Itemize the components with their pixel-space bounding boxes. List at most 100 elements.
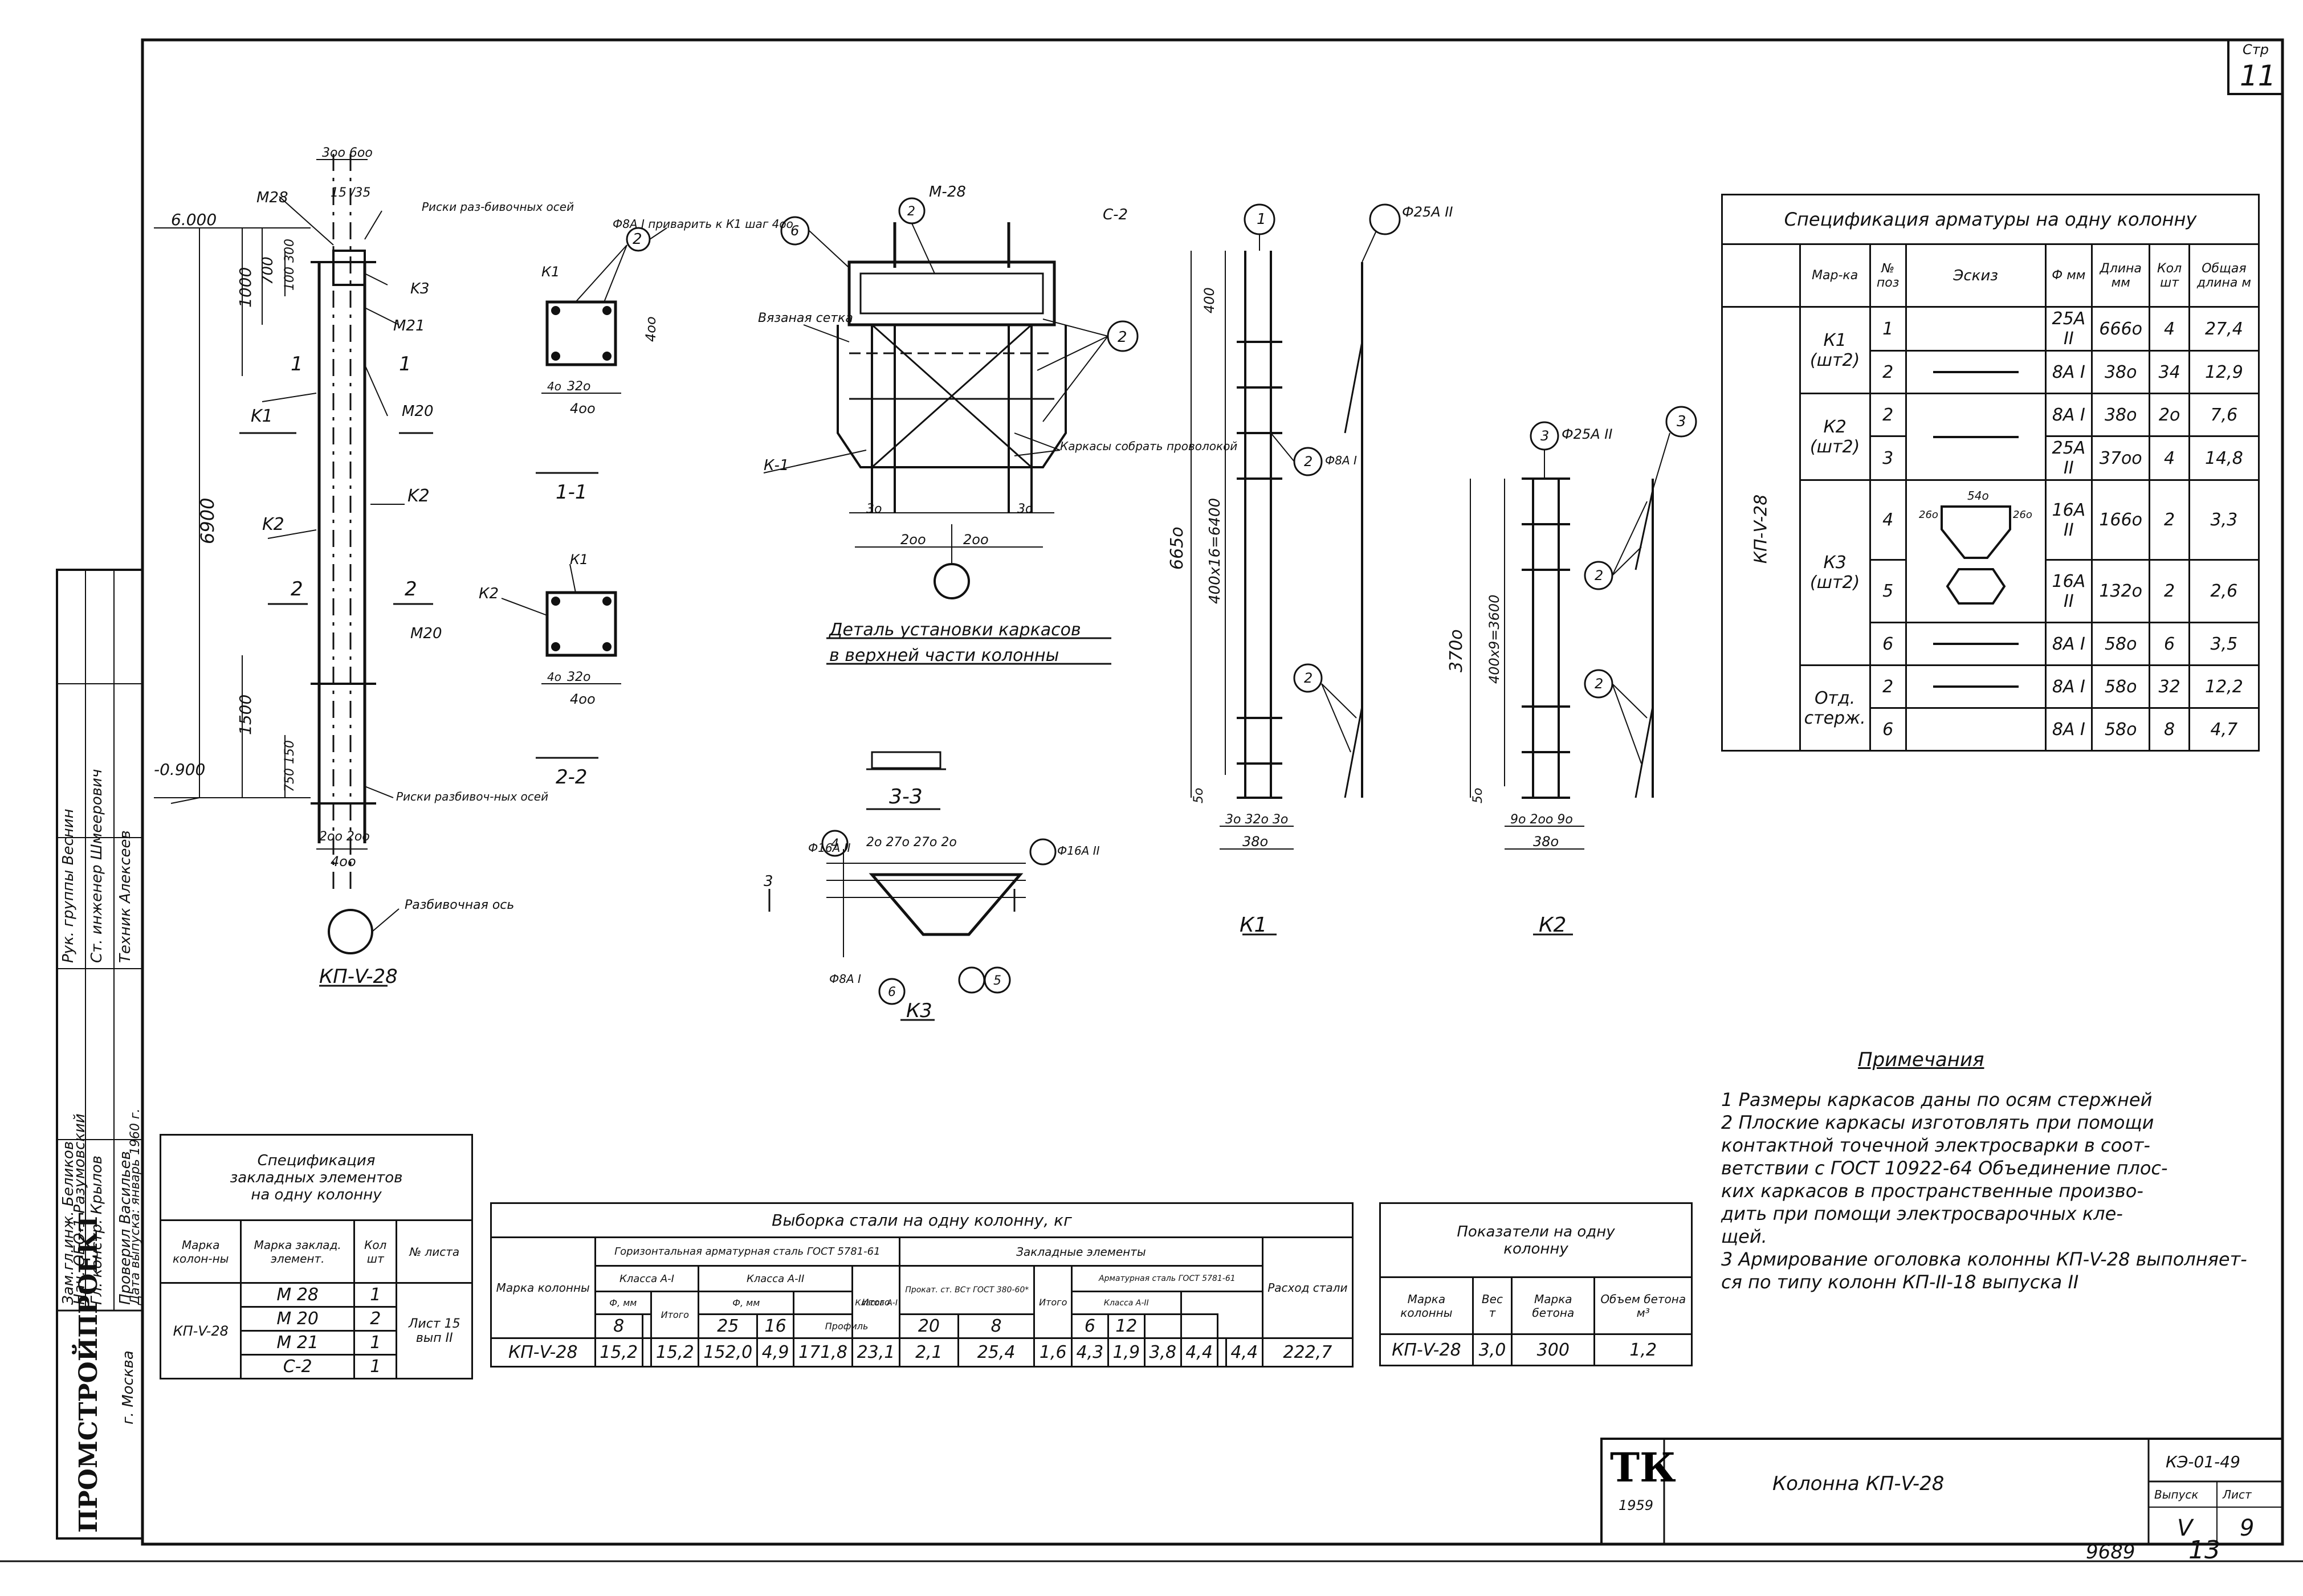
spec-arm-len: 132o <box>2091 559 2151 623</box>
spec-arm-len: 58o <box>2091 707 2151 752</box>
steel-cell: КП-V-28 <box>490 1337 596 1368</box>
ind-cell: 300 <box>1511 1333 1596 1366</box>
k3-l3: Ф8А I <box>829 972 861 986</box>
dim-width-top-label: 3oo 6oo <box>322 146 373 160</box>
spec-arm-mark-sep: Отд. <box>1814 688 1856 708</box>
steel-cell: 1,9 <box>1107 1337 1146 1368</box>
spec-arm-pos: 2 <box>1869 350 1907 394</box>
s22-inner: 32o <box>567 670 590 684</box>
emb-sheet-ref: Лист 15 вып II <box>396 1282 473 1379</box>
spec-arm-total: 7,6 <box>2188 393 2260 437</box>
spec-arm-sketch: 54o 26o 26o <box>1905 479 2047 623</box>
detail-pos2b: 2 <box>1118 329 1127 346</box>
k2-dim-width2: 38o <box>1533 834 1559 850</box>
steel-h-itogo2: Итого <box>1033 1265 1073 1339</box>
stamp-row-2: Гл. констр. Крылов <box>88 1155 105 1305</box>
steel-h-itogo3: Итого <box>650 1291 700 1339</box>
steel-cell: 222,7 <box>1261 1337 1354 1368</box>
detail-caption-1: Деталь установки каркасов <box>828 620 1081 640</box>
k2-pos3b: 3 <box>1677 413 1686 430</box>
spec-arm-len: 58o <box>2091 664 2151 709</box>
k1-dim-width2: 38o <box>1242 834 1268 850</box>
steel-sub: 8 <box>957 1313 1036 1339</box>
steel-h-horiz: Горизонтальная арматурная сталь ГОСТ 578… <box>594 1236 901 1267</box>
steel-cell: 4,9 <box>756 1337 795 1368</box>
steel-sub: 8 <box>594 1313 643 1339</box>
steel-cell: 15,2 <box>594 1337 643 1368</box>
steel-sub: 12 <box>1107 1313 1146 1339</box>
spec-arm-h3: Ф мм <box>2044 243 2093 308</box>
stamp-row-3: Рук. группы Веснин <box>60 809 77 963</box>
detail-k1: К-1 <box>764 457 789 474</box>
steel-cell: 4,3 <box>1070 1337 1109 1368</box>
spec-arm-pos: 1 <box>1869 306 1907 352</box>
spec-arm-len: 38o <box>2091 350 2151 394</box>
k1-pos2: 2 <box>1304 454 1312 470</box>
spec-arm-dia: 25А II <box>2044 306 2093 352</box>
emb-mark: С-2 <box>240 1354 355 1379</box>
section-1-1 <box>536 227 667 474</box>
spec-arm-len: 37oo <box>2091 435 2151 481</box>
note-line: ся по типу колонн КП-II-18 выпуска II <box>1721 1271 2079 1293</box>
title-code: КЭ-01-49 <box>2166 1452 2240 1471</box>
note-line: ких каркасов в пространственные произво- <box>1721 1180 2143 1202</box>
dim-bottom2-label: 750 150 <box>283 740 297 792</box>
k2-dim-main: 400х9=3600 <box>1486 595 1502 684</box>
spec-arm-len: 666o <box>2091 306 2151 352</box>
note-bottom-label: Риски разбивоч-ных осей <box>396 790 548 803</box>
spec-arm-h4: Длина мм <box>2091 243 2151 308</box>
steel-title: Выборка стали на одну колонну, кг <box>490 1202 1354 1238</box>
emb-h1: Марка заклад. элемент. <box>240 1219 355 1284</box>
steel-h-emb: Закладные элементы <box>899 1236 1263 1267</box>
emb-qty: 2 <box>353 1306 398 1332</box>
spec-arm-len: 58o <box>2091 622 2151 666</box>
spec-arm-qty: 34 <box>2149 350 2190 394</box>
note-line: 2 Плоские каркасы изготовлять при помощи <box>1721 1112 2154 1133</box>
sec2b-label: 2 <box>405 578 417 601</box>
steel-h-mark: Марка колонны <box>490 1236 596 1339</box>
column-caption: КП-V-28 <box>319 965 398 988</box>
emb-qty: 1 <box>353 1330 398 1356</box>
s22-edge: 4o <box>547 670 561 684</box>
dim-top3-label: 100 300 <box>283 239 297 291</box>
emb-mark: M 21 <box>240 1330 355 1356</box>
detail-top <box>763 197 1139 665</box>
k3-dims: 2o 27o 27o 2o <box>866 835 957 850</box>
steel-cell: 152,0 <box>698 1337 759 1368</box>
title-sheet-label: Лист <box>2222 1488 2252 1501</box>
emb-h2: Кол шт <box>353 1219 398 1284</box>
s22-caption: 2-2 <box>556 766 588 789</box>
k1-pos2b: 2 <box>1304 670 1312 686</box>
title-issue: V <box>2177 1515 2194 1541</box>
section-3-3 <box>866 751 946 810</box>
s22-k2: К2 <box>479 585 499 602</box>
k2-dim-bot: 5o <box>1471 788 1485 803</box>
note-axis-label: Разбивочная ось <box>405 898 514 912</box>
dim-top2-label: 700 <box>259 256 276 285</box>
k2-pos2: 2 <box>1595 568 1603 583</box>
spec-armature: Спецификация арматуры на одну колонну Ма… <box>1721 194 2260 752</box>
sec1a-label: 1 <box>291 353 303 375</box>
stamp-row-1: Нач. ОБО-1 Разумовский <box>71 1113 88 1305</box>
spec-arm-len: 166o <box>2091 479 2151 561</box>
note-line: 3 Армирование оголовка колонны КП-V-28 в… <box>1721 1248 2247 1270</box>
ind-h2: Марка бетона <box>1511 1276 1596 1335</box>
m21-label: M21 <box>393 317 425 334</box>
emb-title-3: на одну колонну <box>251 1186 382 1203</box>
steel-cell: 15,2 <box>650 1337 700 1368</box>
title-issue-label: Выпуск <box>2154 1488 2199 1501</box>
spec-arm-mark-k3: К3 <box>1823 553 1847 573</box>
stamp-row-4: Ст. инженер Шмеерович <box>88 769 105 963</box>
ind-h0: Марка колонны <box>1379 1276 1474 1335</box>
emb-mark: M 20 <box>240 1306 355 1332</box>
spec-arm-total: 4,7 <box>2188 707 2260 752</box>
spec-arm-h2: Эскиз <box>1905 243 2047 308</box>
ind-cell: 3,0 <box>1472 1333 1513 1366</box>
k1-dim-main: 400х16=6400 <box>1206 498 1224 604</box>
k1-dim-total: 665o <box>1167 526 1187 570</box>
spec-arm-pos: 2 <box>1869 664 1907 709</box>
k1-pos1: 1 <box>1257 211 1266 228</box>
note-line: контактной точечной электросварки в соот… <box>1721 1134 2150 1156</box>
spec-arm-mark2-k1: (шт2) <box>1809 350 1860 370</box>
spec-arm-total: 3,3 <box>2188 479 2260 561</box>
